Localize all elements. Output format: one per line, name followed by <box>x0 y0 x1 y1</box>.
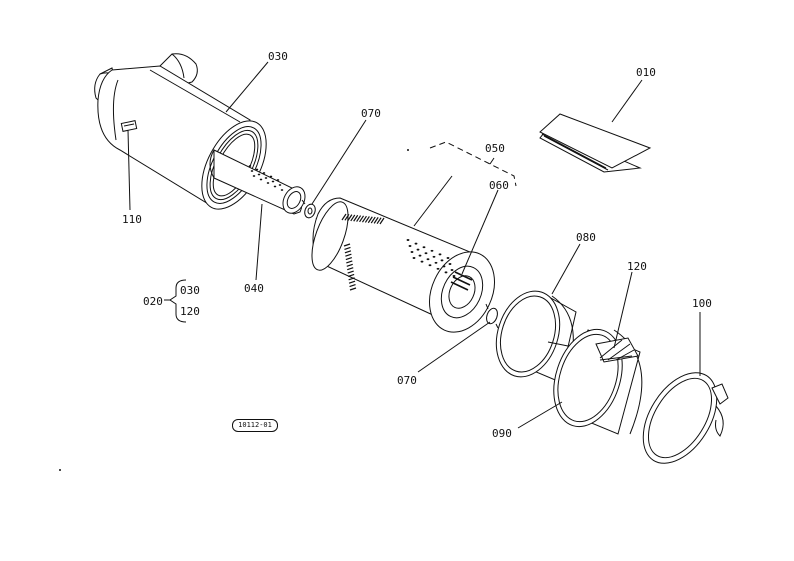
label-080: 080 <box>576 231 596 244</box>
leader-080 <box>551 243 581 295</box>
leader-050-to-element <box>413 175 453 227</box>
leader-060 <box>461 189 499 275</box>
leader-lines <box>127 61 701 429</box>
label-010: 010 <box>636 66 656 79</box>
label-100: 100 <box>692 297 712 310</box>
label-070-upper: 070 <box>361 107 381 120</box>
label-060: 060 <box>489 179 509 192</box>
leader-070-lower <box>417 321 491 373</box>
leader-010 <box>611 79 643 123</box>
leader-110 <box>127 129 131 211</box>
part-010-manual <box>539 113 652 173</box>
label-110: 110 <box>122 213 142 226</box>
part-060-safety-element <box>450 271 473 291</box>
leader-040 <box>255 203 263 281</box>
label-020-030: 030 <box>180 284 200 297</box>
part-090-cover <box>553 328 643 435</box>
label-070-lower: 070 <box>397 374 417 387</box>
label-040: 040 <box>244 282 264 295</box>
leader-030 <box>225 61 269 113</box>
label-050: 050 <box>485 142 505 155</box>
label-020: 020 <box>143 295 163 308</box>
part-040-inner-tube <box>209 149 306 215</box>
leader-050-bracket <box>429 141 517 187</box>
label-030: 030 <box>268 50 288 63</box>
label-120: 120 <box>627 260 647 273</box>
leader-120 <box>613 271 633 349</box>
label-020-120: 120 <box>180 305 200 318</box>
part-050-filter-element <box>311 197 495 333</box>
leader-050 <box>489 157 495 165</box>
drawing-number-stamp: 10112-01 <box>232 419 278 432</box>
leader-070-upper <box>311 119 367 205</box>
part-080-ring <box>495 290 579 383</box>
part-100-clamp-band <box>642 372 729 464</box>
label-090: 090 <box>492 427 512 440</box>
part-070-wing-nut-lower <box>485 303 499 329</box>
leader-090 <box>517 401 563 429</box>
